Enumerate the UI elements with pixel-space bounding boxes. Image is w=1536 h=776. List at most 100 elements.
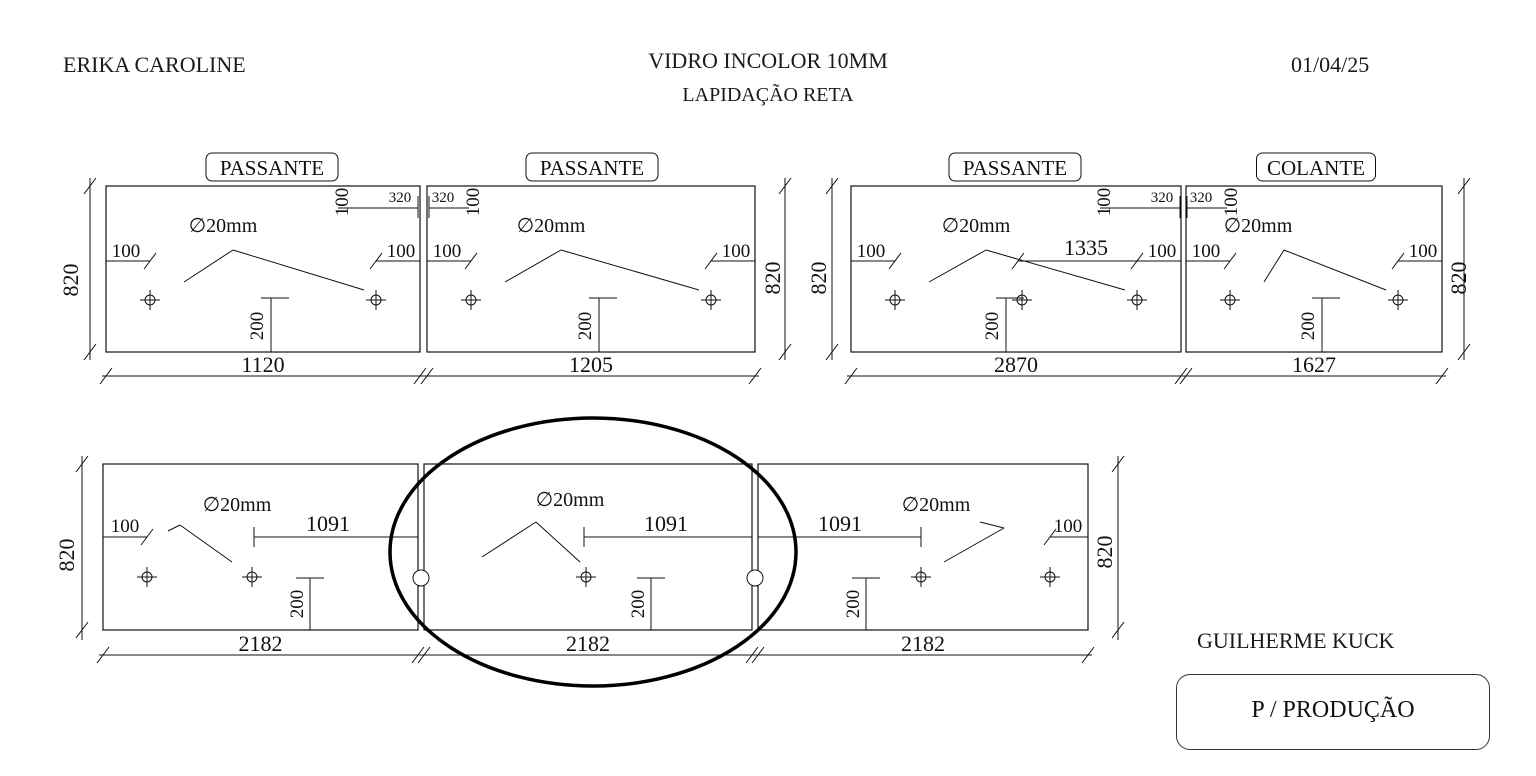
junction-icon <box>412 569 430 587</box>
panel-width-label: 2870 <box>994 352 1038 377</box>
status-label: P / PRODUÇÃO <box>1251 697 1415 723</box>
dimension-tick <box>778 343 792 361</box>
height-label-right: 820 <box>1446 262 1471 295</box>
panel-type-tag <box>948 152 1082 182</box>
middle-distance-label-row2: 1091 <box>644 511 688 536</box>
hole-leader <box>535 521 581 563</box>
corner-side-label: 320 <box>1151 190 1174 206</box>
dimension-tick <box>844 367 858 385</box>
edge-left-label: 100 <box>857 241 886 262</box>
bottom-offset-label-row2: 200 <box>843 590 864 619</box>
edge-right-label: 100 <box>1409 241 1438 262</box>
dimension-tick <box>143 252 157 270</box>
dimension-tick <box>99 367 113 385</box>
panel-width-label: 1120 <box>241 352 284 377</box>
dimension-tick <box>1011 252 1025 270</box>
dimension-tick <box>825 343 839 361</box>
hole-diameter-label: ∅20mm <box>536 489 605 511</box>
dimension-tick <box>411 646 425 664</box>
height-label-right-row2: 820 <box>1092 536 1117 569</box>
finish-subtitle: LAPIDAÇÃO RETA <box>682 84 854 106</box>
dimension-tick <box>75 455 89 473</box>
glass-panel-row2 <box>102 463 419 631</box>
dimension-tick <box>745 646 759 664</box>
panel-width-label-row2: 2182 <box>566 631 610 656</box>
dimension-tick <box>464 252 478 270</box>
hole-leader <box>481 521 537 558</box>
height-label-mid2: 820 <box>806 262 831 295</box>
hole-diameter-label: ∅20mm <box>517 215 586 237</box>
highlight-ellipse <box>388 416 798 688</box>
hole-diameter-label: ∅20mm <box>942 215 1011 237</box>
dimension-tick <box>1174 367 1188 385</box>
dimension-tick <box>83 177 97 195</box>
dimension-tick <box>704 252 718 270</box>
glass-panel <box>426 185 756 353</box>
responsible-name: GUILHERME KUCK <box>1197 628 1395 653</box>
height-label-left-row2: 820 <box>54 539 79 572</box>
dimension-tick <box>1223 252 1237 270</box>
panel-type-label: PASSANTE <box>540 156 644 180</box>
panel-width-label-row2: 2182 <box>901 631 945 656</box>
hole-leader <box>560 249 700 291</box>
panel-width-label: 1205 <box>569 352 613 377</box>
edge-right-label: 100 <box>387 241 416 262</box>
client-name: ERIKA CAROLINE <box>63 52 246 77</box>
dimension-tick <box>1457 343 1471 361</box>
edge-right-label: 100 <box>1148 241 1177 262</box>
middle-distance-label-row2: 1091 <box>306 511 350 536</box>
dimension-tick <box>1435 367 1449 385</box>
dimension-tick <box>413 367 427 385</box>
corner-top-label: 100 <box>1221 188 1242 217</box>
bottom-offset-label-row2: 200 <box>628 590 649 619</box>
panel-type-label: COLANTE <box>1267 156 1365 180</box>
hole-leader <box>985 249 1126 291</box>
hole-leader <box>232 249 365 291</box>
bottom-offset-label-row2: 200 <box>287 590 308 619</box>
bottom-offset-label: 200 <box>1298 312 1319 341</box>
dimension-tick <box>1457 177 1471 195</box>
dimension-tick <box>1111 621 1125 639</box>
edge-right-label: 100 <box>722 241 751 262</box>
panel-width-label-row2: 2182 <box>239 631 283 656</box>
bottom-offset-label: 200 <box>575 312 596 341</box>
panel-type-tag <box>525 152 659 182</box>
middle-distance-label: 1335 <box>1064 235 1108 260</box>
hole-leader <box>979 521 1005 529</box>
corner-top-label: 100 <box>463 188 484 217</box>
hole-leader <box>1263 249 1285 283</box>
dimension-tick <box>748 367 762 385</box>
dimension-tick <box>1111 455 1125 473</box>
corner-side-label: 320 <box>1190 190 1213 206</box>
glass-panel <box>1185 185 1443 353</box>
corner-side-label: 320 <box>389 190 412 206</box>
hole-leader <box>1283 249 1387 291</box>
edge-label-row2: 100 <box>1054 516 1083 537</box>
dimension-tick <box>83 343 97 361</box>
status-box: P / PRODUÇÃO <box>1176 674 1490 750</box>
dimension-tick <box>417 646 431 664</box>
panel-type-tag <box>1256 152 1376 182</box>
dimension-tick <box>778 177 792 195</box>
panel-type-label: PASSANTE <box>220 156 324 180</box>
bottom-offset-label: 200 <box>247 312 268 341</box>
dimension-tick <box>1081 646 1095 664</box>
hole-diameter-label: ∅20mm <box>189 215 258 237</box>
corner-top-label: 100 <box>332 188 353 217</box>
glass-panel-row2 <box>757 463 1089 631</box>
middle-distance-label-row2: 1091 <box>818 511 862 536</box>
hole-leader <box>167 524 181 532</box>
dimension-tick <box>825 177 839 195</box>
dimension-tick <box>751 646 765 664</box>
material-title: VIDRO INCOLOR 10MM <box>648 48 888 73</box>
junction-icon <box>746 569 764 587</box>
edge-left-label: 100 <box>112 241 141 262</box>
glass-panel <box>105 185 421 353</box>
edge-label-row2: 100 <box>111 516 140 537</box>
dimension-tick <box>75 621 89 639</box>
corner-side-label: 320 <box>432 190 455 206</box>
hole-diameter-label: ∅20mm <box>203 494 272 516</box>
edge-left-label: 100 <box>433 241 462 262</box>
dimension-tick <box>1391 252 1405 270</box>
